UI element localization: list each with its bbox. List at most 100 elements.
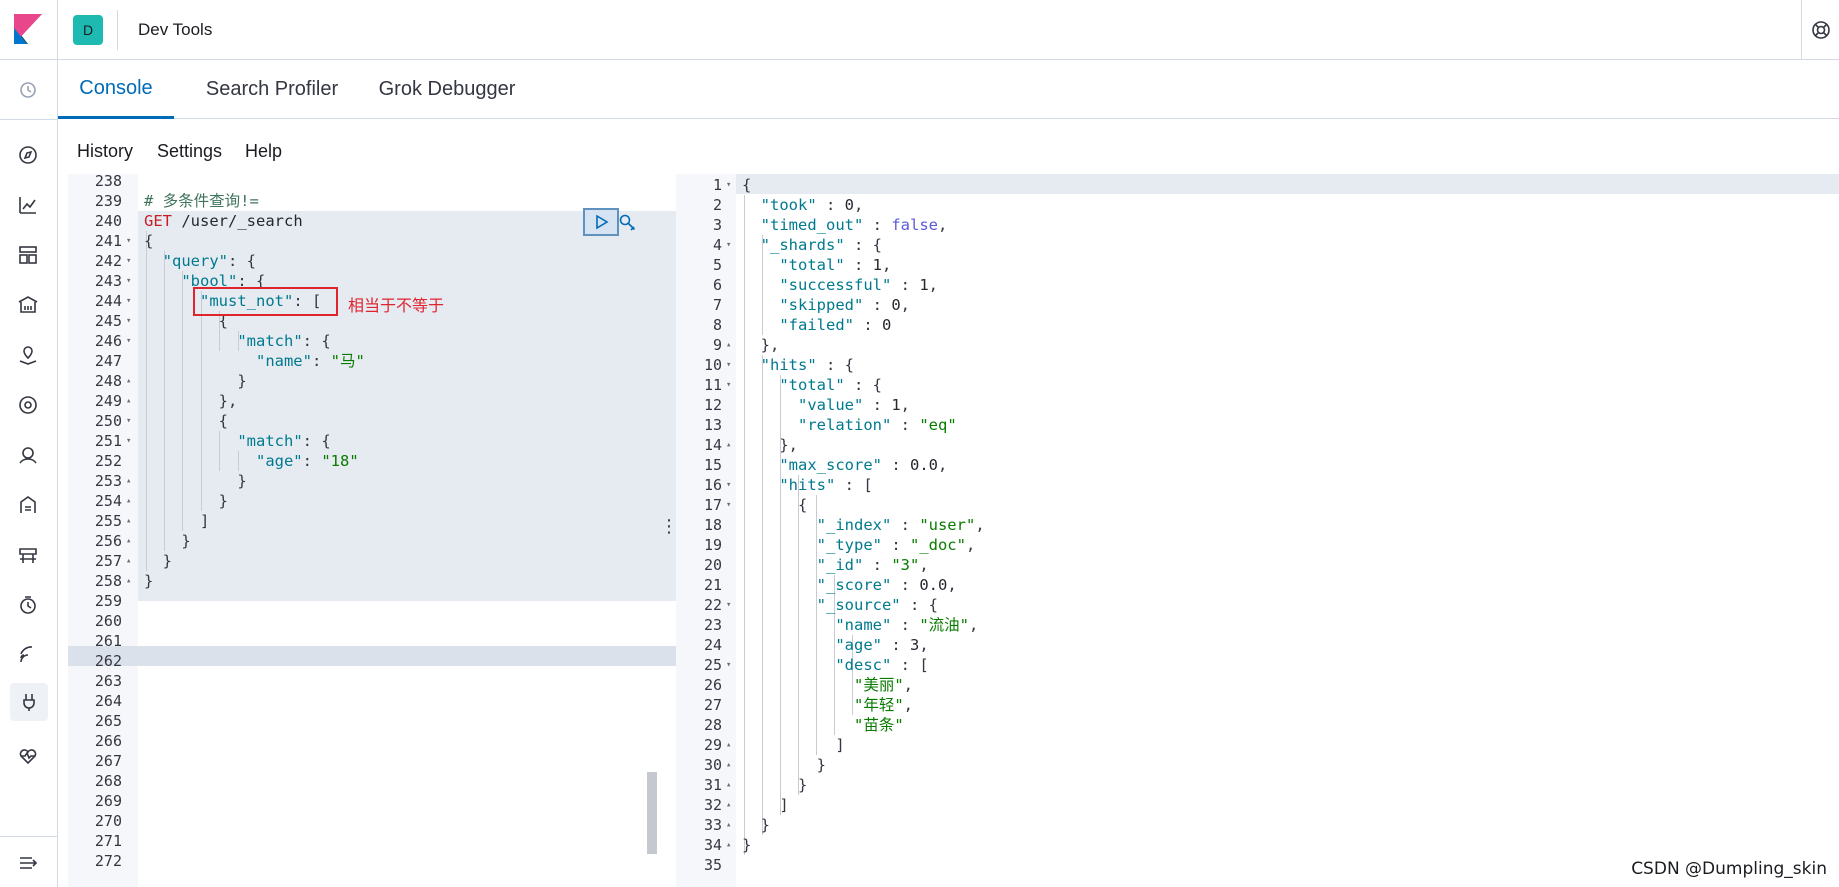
line-number: 34 [703,836,722,854]
collapse-icon[interactable] [14,849,42,877]
fold-close-icon[interactable]: ▴ [126,536,132,546]
line-text: "_shards" : { [760,236,882,254]
response-output[interactable]: 1▾{2 "took" : 0,3 "timed_out" : false,4▾… [676,174,1839,887]
line-text: "timed_out" : false, [760,216,948,234]
dashboard-icon[interactable] [14,241,42,269]
fold-close-icon[interactable]: ▴ [126,396,132,406]
ml-icon[interactable] [14,391,42,419]
settings-link[interactable]: Settings [157,141,223,161]
graph-icon[interactable] [14,441,42,469]
fold-close-icon[interactable]: ▴ [126,376,132,386]
fold-open-icon[interactable]: ▾ [126,316,132,326]
send-request-button[interactable] [583,208,619,236]
history-link[interactable]: History [77,141,134,161]
fold-open-icon[interactable]: ▾ [126,416,132,426]
kibana-logo-icon[interactable] [14,14,42,44]
line-number: 11 [703,376,722,394]
fold-open-icon[interactable]: ▾ [126,276,132,286]
maps-icon[interactable] [14,341,42,369]
fold-open-icon[interactable]: ▾ [126,336,132,346]
line-text: "hits" : [ [779,476,873,494]
fold-close-icon[interactable]: ▴ [726,760,732,770]
line-number: 262 [94,652,122,670]
fold-open-icon[interactable]: ▾ [726,480,732,490]
fold-open-icon[interactable]: ▾ [126,236,132,246]
line-text: "_score" : 0.0, [816,576,957,594]
line-number: 15 [703,456,722,474]
tab-grok-debugger[interactable]: Grok Debugger [378,78,516,100]
line-number: 33 [703,816,722,834]
line-text: "skipped" : 0, [779,296,911,314]
request-actions-button[interactable] [617,212,639,234]
fold-open-icon[interactable]: ▾ [726,180,732,190]
fold-close-icon[interactable]: ▴ [726,440,732,450]
line-number: 255 [94,512,122,530]
pane-resizer-handle[interactable]: ⋮ [660,516,678,536]
annotation-highlight-box [193,287,338,316]
fold-open-icon[interactable]: ▾ [726,500,732,510]
help-link[interactable]: Help [245,141,283,161]
line-text: }, [742,336,780,354]
line-number: 253 [94,472,122,490]
line-text: "query": { [162,252,256,270]
fold-open-icon[interactable]: ▾ [726,380,732,390]
line-number: 247 [94,352,122,370]
fold-open-icon[interactable]: ▾ [126,256,132,266]
siem-icon[interactable] [14,641,42,669]
fold-open-icon[interactable]: ▾ [726,360,732,370]
fold-open-icon[interactable]: ▾ [726,660,732,670]
line-text: } [144,532,191,550]
line-text: "failed" : 0 [779,316,892,334]
fold-close-icon[interactable]: ▴ [726,340,732,350]
line-text: ] [742,736,845,754]
line-number: 251 [94,432,122,450]
line-text: } [742,816,770,834]
line-number: 259 [94,592,122,610]
line-text: }, [144,392,238,410]
line-text: "name": "马" [255,352,365,370]
fold-close-icon[interactable]: ▴ [726,780,732,790]
recent-icon[interactable] [14,76,42,104]
fold-close-icon[interactable]: ▴ [726,840,732,850]
help-icon[interactable] [1811,20,1831,40]
line-text: "年轻", [853,696,913,714]
visualize-icon[interactable] [14,191,42,219]
fold-close-icon[interactable]: ▴ [726,800,732,810]
uptime-icon[interactable] [14,591,42,619]
help-menu[interactable] [1801,0,1839,60]
indent-guide [146,231,147,571]
indent-guide [762,235,763,335]
line-text: ] [742,796,789,814]
editor-scrollbar[interactable] [647,772,657,854]
line-text: ] [144,512,210,530]
line-number: 250 [94,412,122,430]
fold-open-icon[interactable]: ▾ [726,240,732,250]
tab-console[interactable]: Console [58,60,174,119]
fold-close-icon[interactable]: ▴ [726,740,732,750]
fold-open-icon[interactable]: ▾ [726,600,732,610]
fold-close-icon[interactable]: ▴ [126,516,132,526]
canvas-icon[interactable] [14,291,42,319]
fold-close-icon[interactable]: ▴ [126,496,132,506]
fold-close-icon[interactable]: ▴ [726,820,732,830]
line-text: } [144,492,228,510]
infrastructure-icon[interactable] [14,541,42,569]
line-text: # 多条件查询!= [144,192,259,210]
line-text: "age" : 3, [835,636,929,654]
monitoring-icon[interactable] [14,741,42,769]
line-text: { [144,232,154,250]
tab-search-profiler[interactable]: Search Profiler [205,78,339,100]
fold-open-icon[interactable]: ▾ [126,296,132,306]
discover-icon[interactable] [14,141,42,169]
logs-icon[interactable] [14,491,42,519]
space-avatar[interactable]: D [73,15,103,45]
dev-tools-icon[interactable] [10,683,48,721]
header-divider [117,10,118,50]
line-text: } [144,372,247,390]
fold-close-icon[interactable]: ▴ [126,476,132,486]
fold-open-icon[interactable]: ▾ [126,436,132,446]
fold-close-icon[interactable]: ▴ [126,556,132,566]
fold-close-icon[interactable]: ▴ [126,576,132,586]
play-icon [596,214,609,230]
